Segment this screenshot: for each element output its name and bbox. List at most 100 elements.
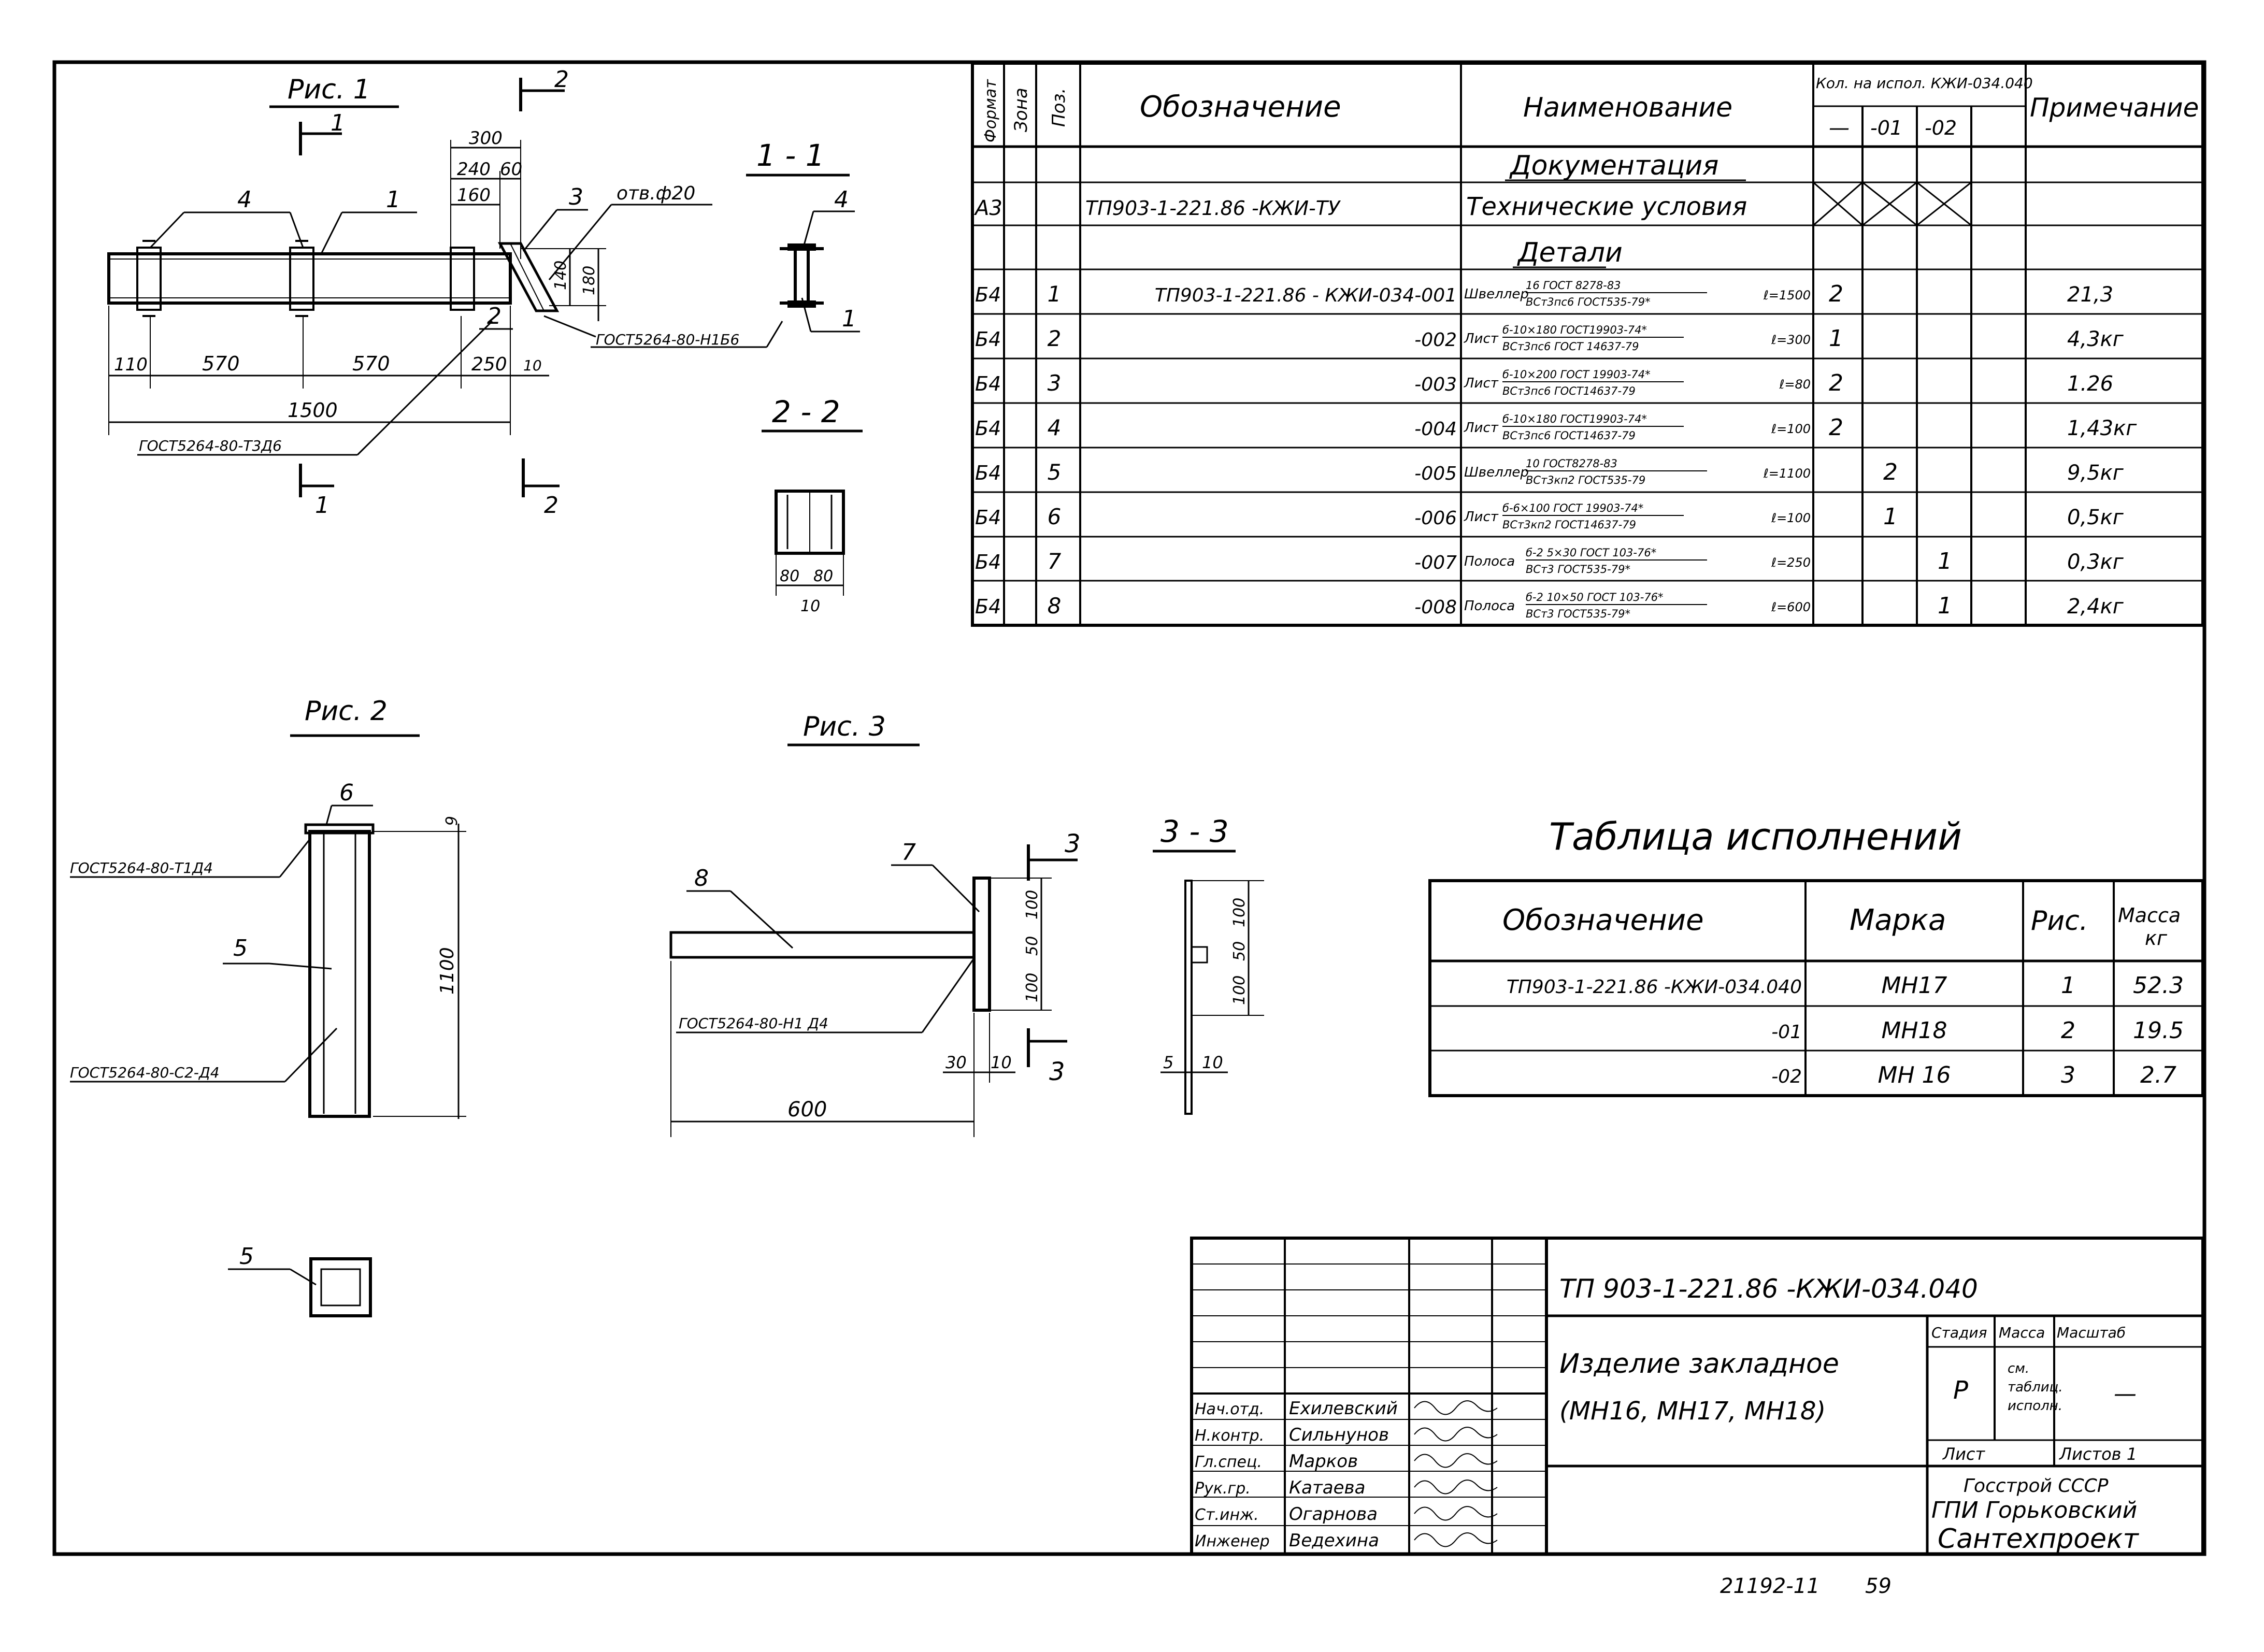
spec-row-pos: 7 xyxy=(1048,549,1062,574)
people-rows: Нач.отд.ЕхилевскийН.контр.СильнуновГл.сп… xyxy=(1195,1398,1498,1551)
spec-row-qty-0: 1 xyxy=(1829,325,1843,352)
spec-header-qty: Кол. на испол. КЖИ-034.040 xyxy=(1816,75,2033,92)
spec-row-format: Б4 xyxy=(975,417,1001,440)
signature xyxy=(1414,1506,1498,1521)
figure-3: Рис. 3 8 7 3 3 100 50 100 600 30 10 ГОСТ… xyxy=(669,711,1081,1137)
spec-row-name-num: б-10×180 ГОСТ19903-74* xyxy=(1502,413,1647,425)
spec-header-zone: Зона xyxy=(1011,88,1031,132)
person-name: Ехилевский xyxy=(1289,1398,1398,1419)
spec-row-pos: 2 xyxy=(1048,326,1062,351)
spec-row-note: 9,5кг xyxy=(2067,461,2124,485)
dim-160: 160 xyxy=(457,185,491,206)
fig2-callout-5: 5 xyxy=(233,935,248,961)
signature xyxy=(1414,1400,1498,1415)
spec-header-designation: Обозначение xyxy=(1140,90,1341,124)
spec-row-format: Б4 xyxy=(975,372,1001,395)
signature xyxy=(1414,1532,1498,1547)
variant-fig: 2 xyxy=(2061,1017,2075,1044)
spec-row-designation: -005 xyxy=(1414,463,1457,484)
spec-row-qty-0: 2 xyxy=(1829,370,1843,396)
spec-row-name-den: ВСт3пс6 ГОСТ14637-79 xyxy=(1502,385,1636,397)
variant-mark: МН18 xyxy=(1881,1017,1947,1044)
dim-180: 180 xyxy=(580,266,598,295)
title-code: ТП 903-1-221.86 -КЖИ-034.040 xyxy=(1559,1274,1978,1304)
title-mass: см.таблиц.исполн. xyxy=(2008,1361,2063,1414)
spec-row-pos: 1 xyxy=(1048,281,1062,307)
spec-row-qty-1: 1 xyxy=(1883,504,1898,530)
hole-label: отв.ф20 xyxy=(617,183,695,204)
title-name-line2: (МН16, МН17, МН18) xyxy=(1559,1397,1826,1426)
title-scale: — xyxy=(2114,1381,2137,1407)
spec-row-name-prefix: Лист xyxy=(1464,509,1499,525)
dim-110: 110 xyxy=(114,354,148,375)
variant-designation: ТП903-1-221.86 -КЖИ-034.040 xyxy=(1507,976,1802,998)
dim-300: 300 xyxy=(469,128,503,149)
fig3-dim-10: 10 xyxy=(991,1053,1012,1072)
spec-row-note: 0,5кг xyxy=(2067,506,2124,529)
spec-doc-format: А3 xyxy=(973,196,1002,220)
fig1-callout-1: 1 xyxy=(386,186,400,213)
spec-header-v0: — xyxy=(1829,116,1850,140)
spec-row-note: 4,3кг xyxy=(2067,327,2124,351)
spec-row-note: 2,4кг xyxy=(2067,595,2124,619)
person-name: Катаева xyxy=(1289,1477,1365,1498)
title-stage: Р xyxy=(1953,1376,1968,1405)
spec-row-name-num: 16 ГОСТ 8278-83 xyxy=(1526,279,1621,292)
fig2-dim-1100: 1100 xyxy=(437,947,458,995)
fig1-weld-1: ГОСТ5264-80-Н1Б6 xyxy=(596,331,739,348)
spec-row-name-num: б-10×200 ГОСТ 19903-74* xyxy=(1502,368,1651,381)
spec-row-format: Б4 xyxy=(975,551,1001,573)
sec11-callout-1: 1 xyxy=(842,306,856,332)
spec-row-name-prefix: Полоса xyxy=(1464,554,1515,569)
spec-row-name-den: ВСт3пс6 ГОСТ14637-79 xyxy=(1502,429,1636,442)
spec-doc-designation: ТП903-1-221.86 -КЖИ-ТУ xyxy=(1085,197,1341,220)
dim-250: 250 xyxy=(471,354,507,375)
fig1-callout-3: 3 xyxy=(569,184,583,210)
sec22-dim-80-a: 80 xyxy=(780,567,799,585)
spec-row-note: 1,43кг xyxy=(2067,416,2137,440)
dim-140: 140 xyxy=(552,261,570,290)
spec-row-name-den: ВСт3пс6 ГОСТ535-79* xyxy=(1526,296,1651,308)
spec-row-length: ℓ=100 xyxy=(1771,422,1811,436)
person-name: Огарнова xyxy=(1289,1504,1378,1525)
title-org1: Госстрой СССР xyxy=(1964,1475,2109,1497)
person-role: Ст.инж. xyxy=(1195,1506,1259,1524)
spec-header-name: Наименование xyxy=(1523,92,1732,123)
spec-header-v2: -02 xyxy=(1925,117,1957,139)
sec22-title: 2 - 2 xyxy=(772,394,840,429)
dim-240: 240 xyxy=(457,159,491,180)
spec-header-note: Примечание xyxy=(2030,93,2199,123)
fig3-dim-600: 600 xyxy=(787,1098,827,1122)
dim-10: 10 xyxy=(523,357,542,374)
spec-row-name-den: ВСт3пс6 ГОСТ 14637-79 xyxy=(1502,340,1639,353)
fig3-weld: ГОСТ5264-80-Н1 Д4 xyxy=(679,1015,828,1032)
title-sheets-label: Листов 1 xyxy=(2059,1444,2137,1464)
sec22-dim-80-b: 80 xyxy=(813,567,833,585)
title-block: Нач.отд.ЕхилевскийН.контр.СильнуновГл.сп… xyxy=(1190,1237,2204,1556)
channel-beam xyxy=(107,252,512,305)
spec-row-format: Б4 xyxy=(975,462,1001,484)
signature xyxy=(1414,1427,1498,1442)
spec-row-name-den: ВСт3кп2 ГОСТ535-79 xyxy=(1526,474,1645,486)
section-3-3: 3 - 3 100 50 100 5 10 xyxy=(1153,814,1264,1115)
spec-row-name-den: ВСт3 ГОСТ535-79* xyxy=(1526,608,1630,620)
spec-row-note: 1.26 xyxy=(2067,372,2113,396)
person-role: Рук.гр. xyxy=(1195,1479,1251,1498)
fig2-dim-6: 6 xyxy=(441,816,460,826)
sec11-callout-4: 4 xyxy=(834,186,849,213)
variant-fig: 3 xyxy=(2061,1062,2075,1088)
spec-row-name-prefix: Полоса xyxy=(1464,598,1515,614)
spec-header-v1: -01 xyxy=(1870,117,1902,139)
variant-mass: 52.3 xyxy=(2133,972,2184,999)
spec-row-length: ℓ=80 xyxy=(1779,377,1811,392)
spec-row-length: ℓ=100 xyxy=(1771,511,1811,525)
person-role: Нач.отд. xyxy=(1195,1400,1264,1418)
variant-designation: -02 xyxy=(1771,1066,1802,1087)
spec-header-pos: Поз. xyxy=(1049,88,1069,127)
section-1-1: 1 - 1 4 1 xyxy=(746,138,860,333)
signature xyxy=(1414,1479,1498,1495)
spec-row-name-den: ВСт3 ГОСТ535-79* xyxy=(1526,563,1630,576)
spec-row-name-num: б-2 10×50 ГОСТ 103-76* xyxy=(1526,591,1664,604)
